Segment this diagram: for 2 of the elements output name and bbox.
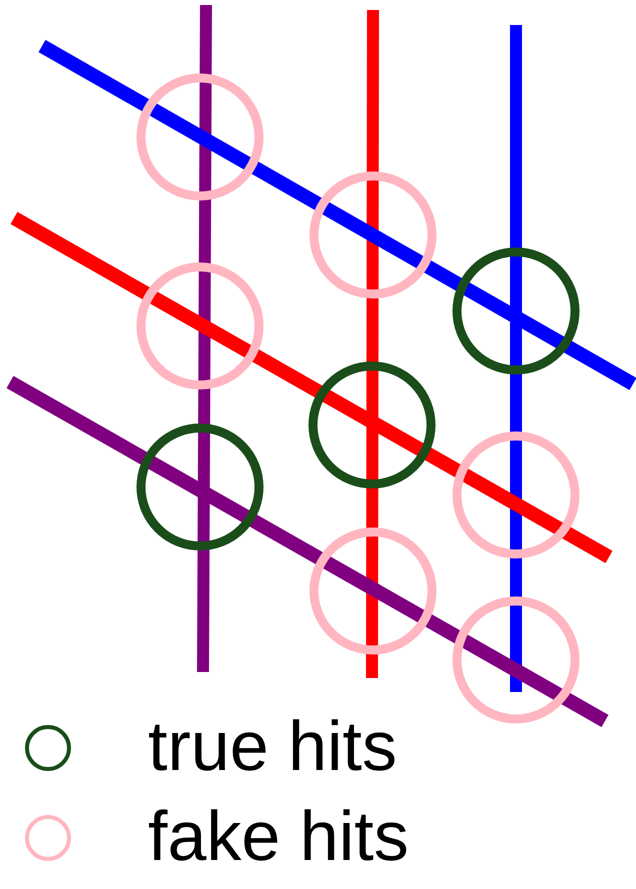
legend-label: true hits [148, 706, 397, 786]
legend-label: fake hits [148, 796, 409, 876]
